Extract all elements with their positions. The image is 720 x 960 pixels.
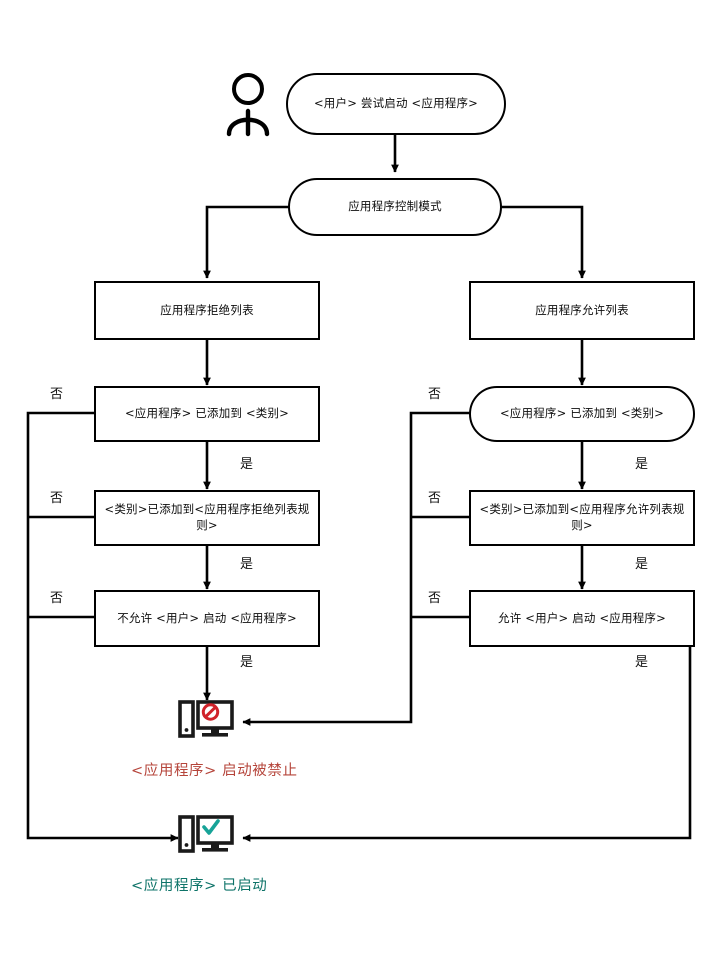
edge-label-yes-allow-1: 是 bbox=[635, 457, 649, 472]
endpoint-label-started: <应用程序> 已启动 bbox=[131, 878, 268, 894]
node-allow-category-rule[interactable]: <类别>已添加到<应用程序允许列表规则> bbox=[469, 490, 695, 546]
edge-label-no-deny-3: 否 bbox=[50, 591, 64, 606]
computer-blocked-icon bbox=[178, 698, 236, 752]
node-allow-start-app[interactable]: 允许 <用户> 启动 <应用程序> bbox=[469, 590, 695, 647]
node-start[interactable]: <用户> 尝试启动 <应用程序> bbox=[286, 73, 506, 135]
node-control-mode[interactable]: 应用程序控制模式 bbox=[288, 178, 502, 236]
node-deny-start-app[interactable]: 不允许 <用户> 启动 <应用程序> bbox=[94, 590, 320, 647]
edge-label-yes-deny-1: 是 bbox=[240, 457, 254, 472]
endpoint-label-denied: <应用程序> 启动被禁止 bbox=[131, 763, 298, 779]
edge-label-yes-allow-2: 是 bbox=[635, 557, 649, 572]
node-deny-app-added-to-category[interactable]: <应用程序> 已添加到 <类别> bbox=[94, 386, 320, 442]
node-allow-app-added-to-category[interactable]: <应用程序> 已添加到 <类别> bbox=[469, 386, 695, 442]
edge-label-yes-deny-3: 是 bbox=[240, 655, 254, 670]
node-deny-category-rule[interactable]: <类别>已添加到<应用程序拒绝列表规则> bbox=[94, 490, 320, 546]
edge-label-no-allow-3: 否 bbox=[428, 591, 442, 606]
user-actor-icon bbox=[218, 72, 278, 142]
edge-label-yes-deny-2: 是 bbox=[240, 557, 254, 572]
node-allow-list[interactable]: 应用程序允许列表 bbox=[469, 281, 695, 340]
node-deny-list[interactable]: 应用程序拒绝列表 bbox=[94, 281, 320, 340]
edge-label-no-allow-2: 否 bbox=[428, 491, 442, 506]
edge-label-no-allow-1: 否 bbox=[428, 387, 442, 402]
edge-label-yes-allow-3: 是 bbox=[635, 655, 649, 670]
computer-check-icon bbox=[178, 813, 236, 867]
edge-label-no-deny-1: 否 bbox=[50, 387, 64, 402]
edge-label-no-deny-2: 否 bbox=[50, 491, 64, 506]
